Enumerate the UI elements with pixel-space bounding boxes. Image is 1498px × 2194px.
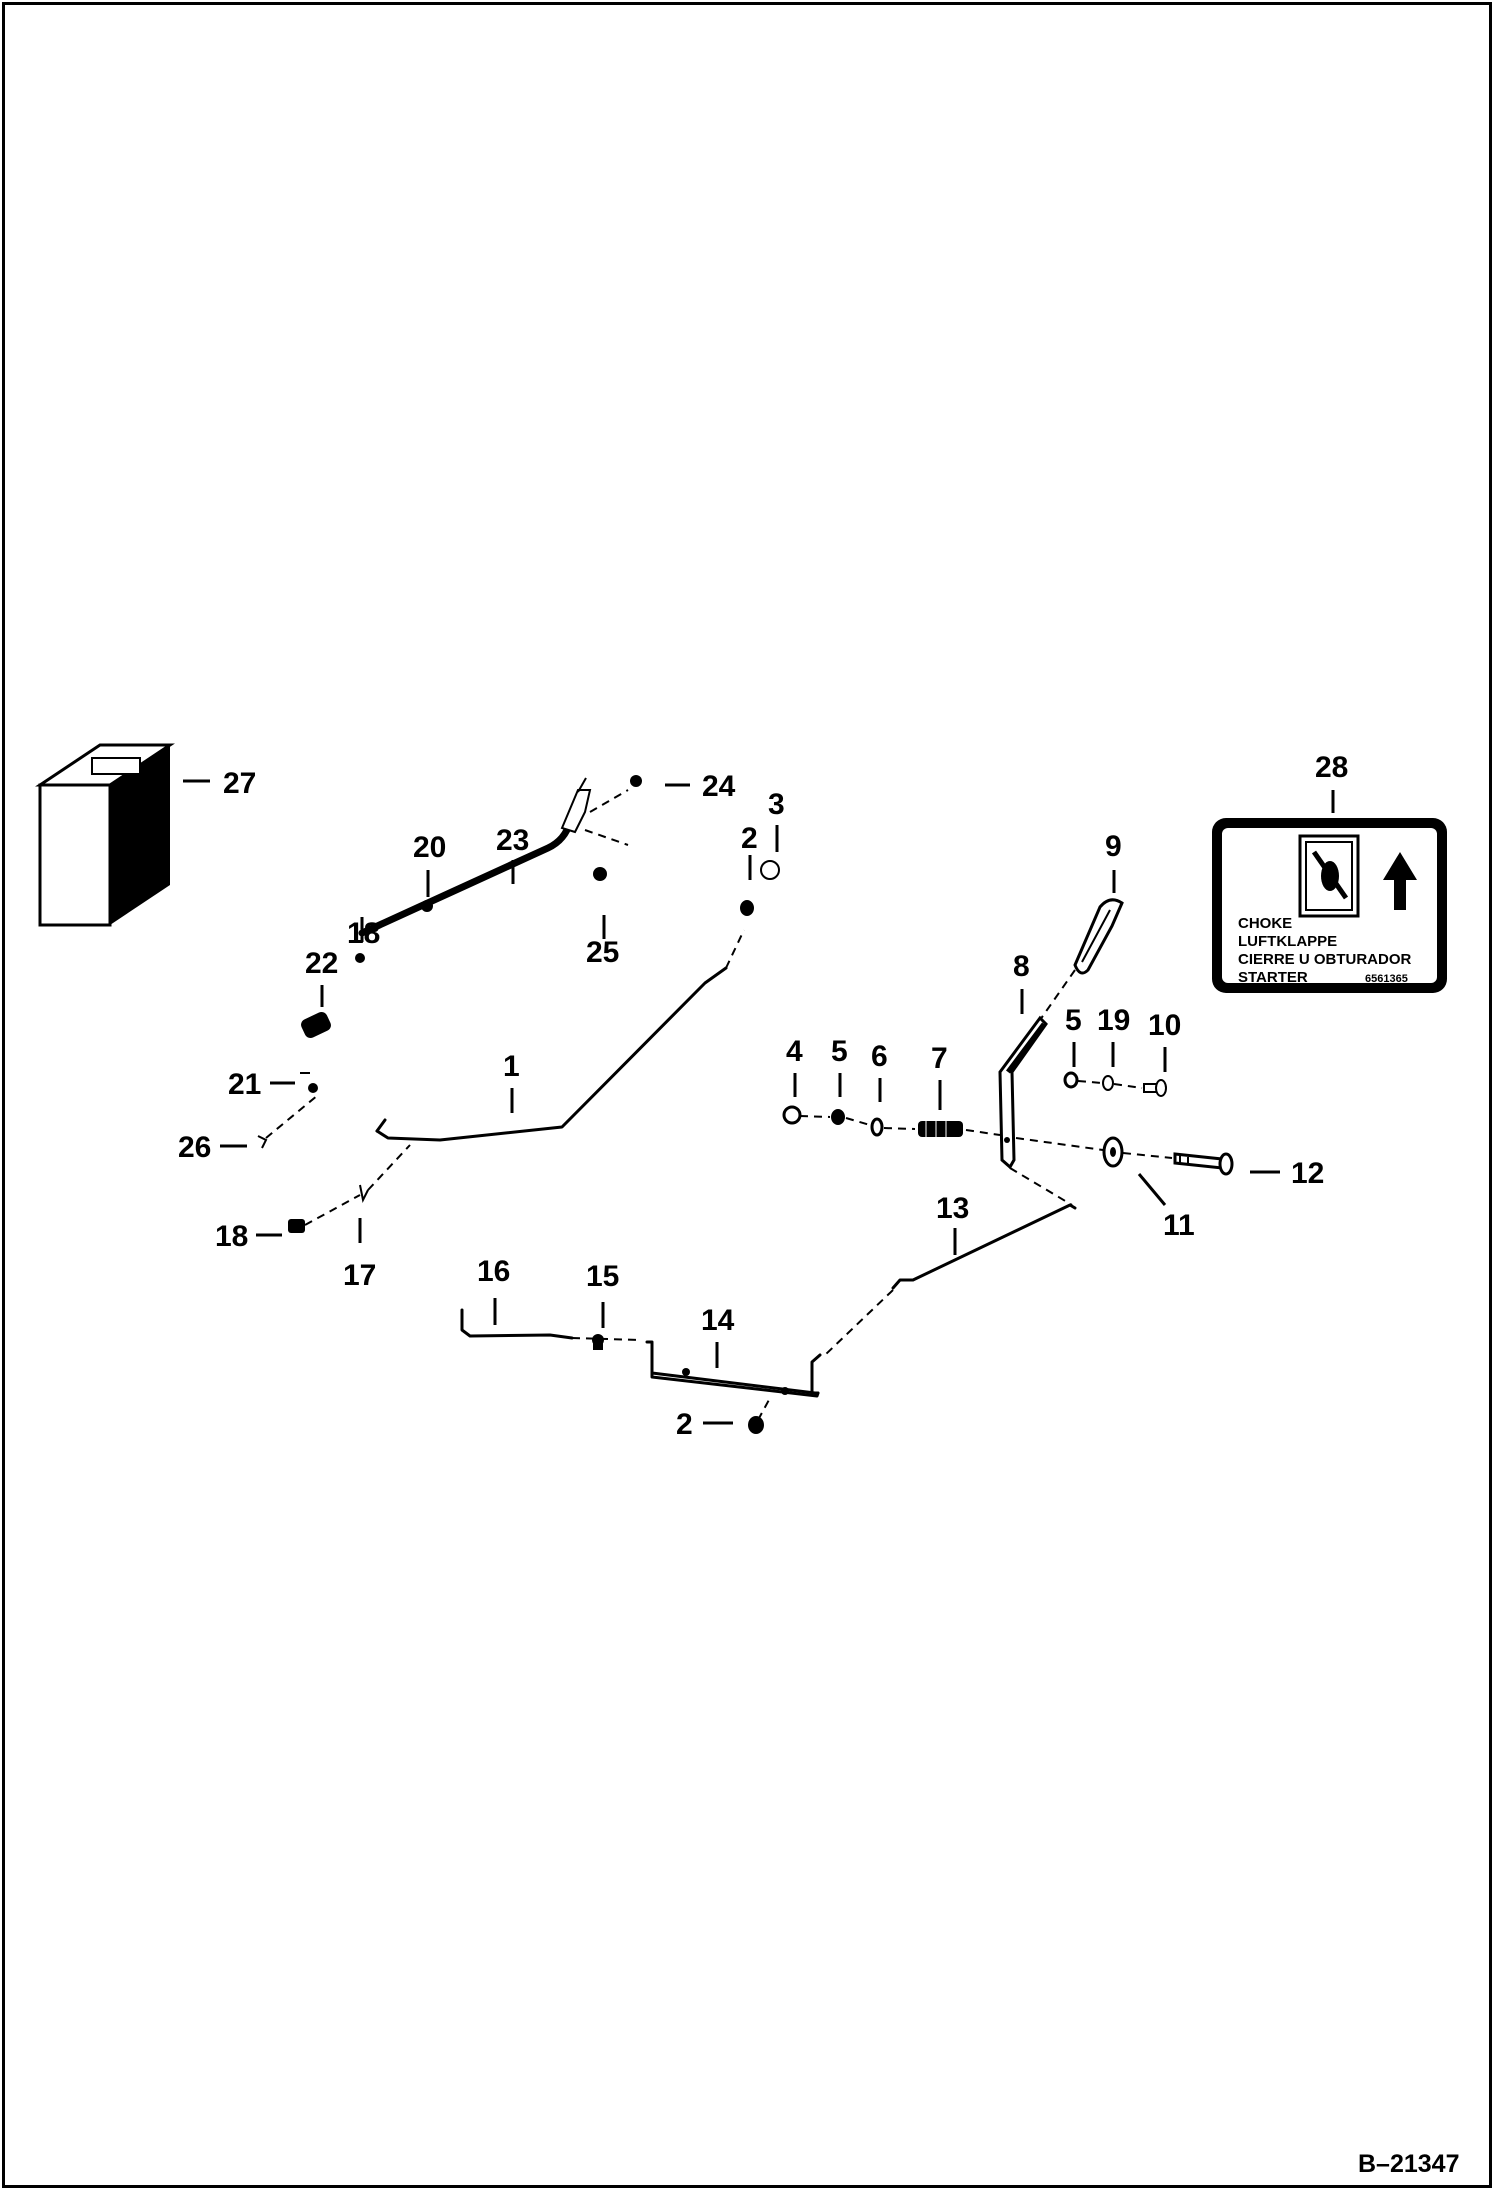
callout-13: 13 — [936, 1192, 969, 1225]
part-12-bolt — [1173, 1152, 1234, 1176]
part-2-washer-upper — [740, 900, 754, 916]
part-18-clip-lower — [288, 1219, 305, 1233]
part-27-box — [35, 743, 175, 927]
part-20-clip — [421, 900, 433, 912]
callout-19: 19 — [1097, 1004, 1130, 1037]
callout-18-upper: 18 — [347, 917, 380, 950]
part-7-spring — [918, 1121, 963, 1137]
leader-lines — [183, 779, 1335, 1425]
part-23-cable — [358, 777, 629, 937]
part-14-bracket — [645, 1340, 822, 1398]
callout-15: 15 — [586, 1260, 619, 1293]
decal-line-2: LUFTKLAPPE — [1238, 933, 1337, 950]
part-11-washer — [1102, 1136, 1124, 1168]
callout-3: 3 — [768, 788, 785, 821]
callout-2-upper: 2 — [741, 822, 758, 855]
callout-28: 28 — [1315, 751, 1348, 784]
part-15-clip — [592, 1334, 604, 1350]
part-5-washer — [831, 1109, 845, 1125]
part-17-pin — [359, 1184, 369, 1204]
callout-23: 23 — [496, 824, 529, 857]
callout-26: 26 — [178, 1131, 211, 1164]
callout-5: 5 — [831, 1035, 848, 1068]
part-24-nut — [630, 775, 642, 787]
part-16-rod — [460, 1308, 574, 1340]
callout-1: 1 — [503, 1050, 520, 1083]
part-8-lever — [998, 1015, 1048, 1170]
callout-4: 4 — [786, 1035, 803, 1068]
callout-20: 20 — [413, 831, 446, 864]
part-22-spring — [301, 1011, 331, 1039]
callout-5-right: 5 — [1065, 1004, 1082, 1037]
part-21-clip — [300, 1072, 318, 1093]
decal-line-3: CIERRE U OBTURADOR — [1238, 951, 1412, 968]
part-1-rod — [375, 966, 728, 1142]
decal-line-4: STARTER — [1238, 969, 1308, 986]
callout-18-lower: 18 — [215, 1220, 248, 1253]
part-19-washer — [1102, 1075, 1114, 1091]
callout-16: 16 — [477, 1255, 510, 1288]
decal-line-1: CHOKE — [1238, 915, 1292, 932]
callout-17: 17 — [343, 1259, 376, 1292]
callout-7: 7 — [931, 1042, 948, 1075]
part-4-nut — [782, 1105, 802, 1125]
callout-9: 9 — [1105, 830, 1122, 863]
callout-24: 24 — [702, 770, 736, 803]
drawing-reference-number: B–21347 — [1358, 2150, 1459, 2178]
callout-12: 12 — [1291, 1157, 1324, 1190]
callout-27: 27 — [223, 767, 256, 800]
part-9-handle — [1073, 898, 1124, 975]
callout-10: 10 — [1148, 1009, 1181, 1042]
decal-part-number: 6561365 — [1365, 973, 1408, 985]
part-6-washer — [870, 1117, 884, 1137]
callout-14: 14 — [701, 1304, 735, 1337]
part-2-washer-lower — [748, 1416, 764, 1434]
part-13-rod — [891, 1203, 1077, 1290]
part-3-washer — [760, 860, 780, 880]
part-26-pin — [257, 1135, 268, 1149]
part-25-nut — [593, 867, 607, 881]
part-10-bolt — [1143, 1079, 1167, 1097]
callout-6: 6 — [871, 1040, 888, 1073]
part-18-clip-upper — [355, 953, 365, 963]
part-28-choke-decal: CHOKE LUFTKLAPPE CIERRE U OBTURADOR STAR… — [1212, 818, 1447, 993]
part-5-washer-right — [1063, 1071, 1079, 1089]
callout-2-lower: 2 — [676, 1408, 693, 1441]
callout-11: 11 — [1163, 1209, 1195, 1242]
callout-25: 25 — [586, 936, 619, 969]
callout-22: 22 — [305, 947, 338, 980]
callout-21: 21 — [228, 1068, 261, 1101]
callout-8: 8 — [1013, 950, 1030, 983]
